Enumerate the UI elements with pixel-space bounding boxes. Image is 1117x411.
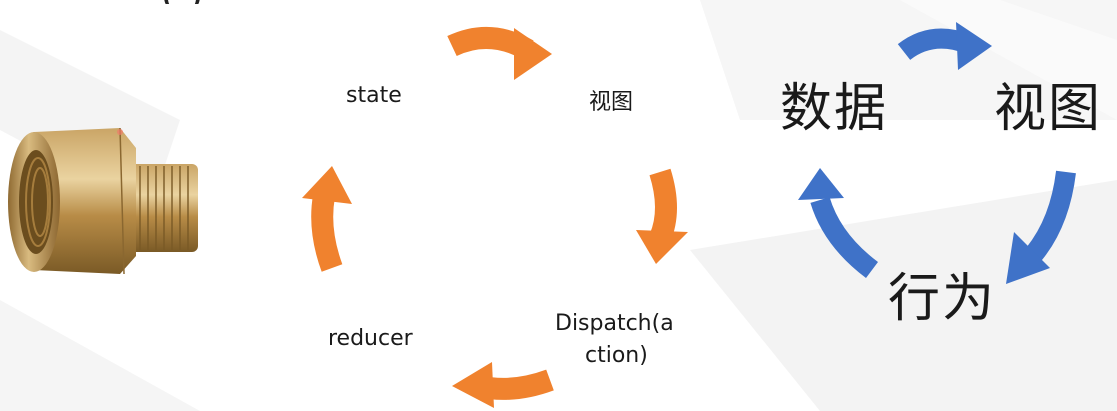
arrow-view-to-behavior bbox=[1006, 170, 1076, 284]
arrow-view-to-dispatch bbox=[636, 168, 688, 264]
node-view: 视图 bbox=[589, 90, 634, 115]
node-state: state bbox=[346, 83, 402, 108]
cut-off-heading: ( ) bbox=[160, 0, 610, 4]
arrow-dispatch-to-reducer bbox=[452, 362, 554, 408]
node-data: 数据 bbox=[780, 79, 889, 139]
arrow-data-to-view bbox=[897, 22, 992, 70]
node-dispatch-line1: Dispatch(a bbox=[555, 311, 674, 336]
arrow-state-to-view bbox=[447, 27, 552, 80]
node-behavior: 行为 bbox=[888, 269, 997, 329]
node-dispatch-line2: ction) bbox=[585, 343, 648, 368]
brass-fitting-image bbox=[8, 127, 198, 275]
node-reducer: reducer bbox=[328, 326, 413, 351]
node-view-right: 视图 bbox=[994, 79, 1103, 139]
arrow-reducer-to-state bbox=[302, 166, 352, 272]
arrow-behavior-to-data bbox=[798, 168, 879, 278]
